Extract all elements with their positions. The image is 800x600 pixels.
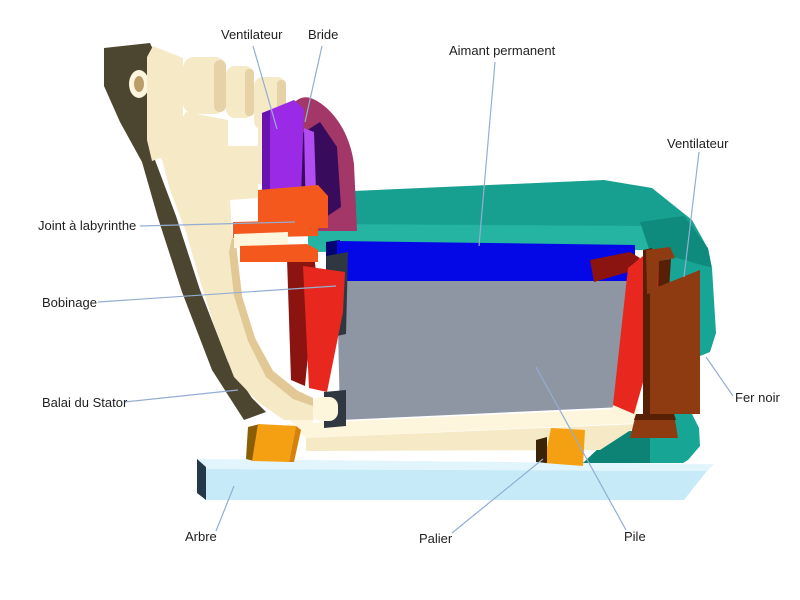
leader-pile: [535, 366, 627, 531]
bracket-cylinder-2-shade: [245, 69, 254, 116]
housing-base-shadow: [583, 431, 650, 463]
bracket-hole: [134, 76, 144, 92]
leader-arbre: [215, 485, 235, 532]
shaft-plate-end-cap: [197, 459, 206, 500]
label-joint-labyrinthe: Joint à labyrinthe: [38, 218, 137, 233]
battery-block: [337, 281, 635, 420]
right-foot: [544, 428, 585, 466]
label-ventilateur-right: Ventilateur: [667, 136, 729, 151]
shaft-plate-top-face: [198, 459, 714, 471]
label-pile: Pile: [624, 529, 646, 544]
label-balai-stator: Balai du Stator: [42, 395, 128, 410]
leader-palier: [451, 458, 544, 534]
leader-aimant-permanent: [478, 61, 496, 247]
left-foot: [252, 424, 296, 462]
leader-fer-noir: [705, 356, 734, 397]
label-fer-noir: Fer noir: [735, 390, 780, 405]
labyrinth-seal-plate: [234, 232, 288, 248]
leader-ventilateur-right: [683, 151, 700, 278]
label-aimant-permanent: Aimant permanent: [449, 43, 556, 58]
leader-bride: [304, 45, 323, 123]
leader-joint-labyrinthe: [139, 221, 296, 227]
left-foot-edge: [289, 426, 301, 462]
leader-bobinage: [97, 285, 337, 303]
right-fan-body: [630, 270, 700, 438]
leader-balai-stator: [124, 389, 239, 403]
right-fan-foot-shade: [634, 414, 676, 420]
bracket-cylinder-1-shade: [214, 60, 226, 112]
label-palier: Palier: [419, 531, 453, 546]
label-bobinage: Bobinage: [42, 295, 97, 310]
stator-arm-inner-band: [229, 238, 313, 406]
labyrinth-seal-upper: [258, 185, 328, 228]
labyrinth-seal-lower: [240, 244, 318, 262]
left-brush-bump-2: [312, 397, 338, 421]
label-ventilateur-left: Ventilateur: [221, 27, 283, 42]
label-bride: Bride: [308, 27, 339, 42]
bearing-block: [536, 437, 547, 463]
permanent-magnet: [337, 241, 635, 284]
shaft-plate-front-face: [206, 469, 707, 500]
right-coil-shadow: [590, 252, 640, 282]
leader-ventilateur-left: [252, 45, 278, 130]
bracket-shadow-wedge: [104, 43, 266, 420]
left-coil: [303, 266, 345, 392]
stator-base-top-face: [286, 409, 641, 438]
label-arbre: Arbre: [185, 529, 217, 544]
right-fan-hook: [646, 247, 675, 294]
housing-corner-shade: [640, 216, 712, 268]
